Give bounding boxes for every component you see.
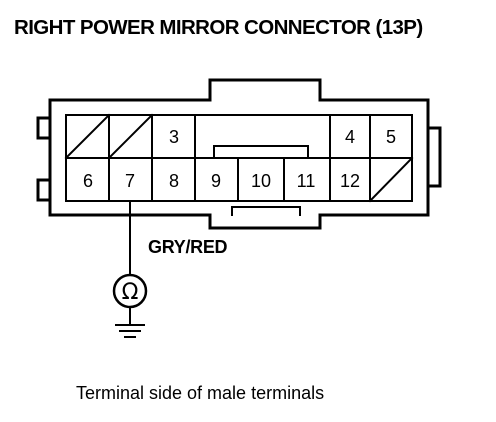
- terminal-5: 5: [386, 127, 396, 147]
- terminal-3: 3: [169, 127, 179, 147]
- terminal-9: 9: [211, 171, 221, 191]
- wire-color-label: GRY/RED: [148, 237, 228, 257]
- empty-cavity-1: [64, 113, 111, 160]
- empty-cavity-2: [107, 113, 154, 160]
- diagram-caption: Terminal side of male terminals: [76, 383, 325, 403]
- lock-tab: [208, 78, 322, 102]
- terminal-7: 7: [125, 171, 135, 191]
- bottom-keyway: [231, 206, 301, 216]
- ground-icon: [115, 324, 145, 338]
- terminal-11: 11: [297, 171, 316, 191]
- ohm-icon: Ω: [122, 280, 139, 305]
- connector-housing: [48, 78, 430, 230]
- left-latch-upper: [36, 116, 52, 140]
- terminal-10: 10: [251, 171, 271, 191]
- terminal-12: 12: [340, 171, 360, 191]
- empty-cavity-13: [368, 156, 414, 203]
- left-latch-lower: [36, 178, 52, 202]
- terminal-4: 4: [345, 127, 355, 147]
- right-latch: [426, 126, 442, 188]
- terminal-8: 8: [169, 171, 179, 191]
- terminal-6: 6: [83, 171, 93, 191]
- connector-title: RIGHT POWER MIRROR CONNECTOR (13P): [14, 16, 423, 39]
